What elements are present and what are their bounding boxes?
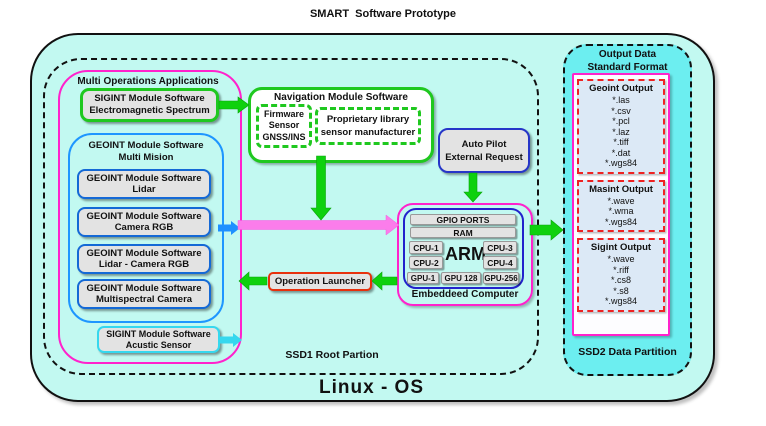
masint-output-box: Masint Output *.wave *.wma *.wgs84 [577, 179, 665, 232]
cpu-area: GPIO PORTS RAM CPU-1 CPU-2 ARM CPU-3 CPU… [403, 208, 524, 289]
ssd2-label: SSD2 Data Partition [578, 346, 677, 358]
auto-pilot-line2: External Request [445, 151, 523, 163]
file-format: *.tiff [613, 137, 629, 147]
geoint-lidar-box: GEOINT Module Software Lidar [77, 169, 211, 199]
geoint-label-line1: GEOINT Module Software [88, 140, 204, 151]
gpu-128-chip: GPU 128 [441, 272, 481, 284]
operation-launcher-label: Operation Launcher [274, 276, 366, 287]
geoint-multi-mission-container: GEOINT Module Software Multi Mision GEOI… [68, 133, 224, 323]
gpu-1-chip: GPU-1 [407, 272, 439, 284]
file-format: *.csv [611, 105, 631, 116]
cpu-4-chip: CPU-4 [483, 256, 517, 269]
auto-pilot-line1: Auto Pilot [461, 138, 507, 150]
file-format: *.cs8 [610, 275, 631, 285]
firmware-sensor-box: Firmware Sensor GNSS/INS [256, 104, 312, 148]
cpu-1-chip: CPU-1 [409, 241, 443, 254]
firmware-line2: Sensor [268, 120, 300, 131]
file-format: *.wgs84 [604, 216, 638, 227]
navigation-module-box: Navigation Module Software Firmware Sens… [248, 87, 434, 163]
geoint-multispectral-box: GEOINT Module Software Multispectral Cam… [77, 279, 211, 309]
diagram-title: SMART Software Prototype [309, 8, 457, 20]
embedded-computer-label: Embeddeed Computer [411, 289, 519, 300]
file-format: *.wgs84 [604, 296, 638, 306]
geoint-box-line1: GEOINT Module Software [86, 210, 202, 222]
ssd1-label: SSD1 Root Partion [285, 349, 379, 361]
ssd1-root-partition-container [43, 58, 539, 375]
geoint-container-label: GEOINT Module Software Multi Mision [70, 140, 222, 164]
gpio-ports-bar: GPIO PORTS [410, 214, 516, 225]
geoint-lidar-camera-box: GEOINT Module Software Lidar - Camera RG… [77, 244, 211, 274]
multi-operations-label: Multi Operations Applications [77, 76, 219, 87]
file-format: *.wave [607, 254, 635, 264]
operation-launcher-box: Operation Launcher [268, 272, 372, 291]
sigint-acustic-line2: Acustic Sensor [125, 339, 192, 350]
geoint-output-title: Geoint Output [589, 83, 653, 94]
auto-pilot-box: Auto Pilot External Request [438, 128, 530, 173]
file-format: *.riff [613, 264, 629, 275]
file-format: *.wgs84 [604, 158, 638, 168]
geoint-output-box: Geoint Output *.las *.csv *.pcl *.laz *.… [577, 79, 665, 174]
geoint-box-line2: Lidar - Camera RGB [98, 259, 190, 270]
sigint-acustic-box: SIGINT Module Software Acustic Sensor [97, 326, 220, 353]
file-format: *.wma [608, 206, 634, 216]
ram-bar: RAM [410, 227, 516, 238]
file-format: *.wave [607, 195, 635, 206]
proprietary-line1: Proprietary library [326, 114, 410, 125]
file-format: *.laz [612, 126, 630, 137]
geoint-box-line2: Lidar [132, 184, 156, 195]
masint-output-title: Masint Output [589, 183, 653, 195]
sigint-output-title: Sigint Output [590, 242, 652, 253]
sigint-em-line2: Electromagnetic Spectrum [89, 105, 210, 116]
sigint-acustic-line1: SIGINT Module Software [106, 328, 211, 339]
file-format: *.pcl [612, 116, 630, 126]
sigint-em-line1: SIGINT Module Software [94, 93, 205, 104]
output-data-header: Output Data Standard Format [565, 49, 690, 74]
geoint-box-line1: GEOINT Module Software [86, 172, 202, 184]
proprietary-line2: sensor manufacturer [320, 127, 416, 138]
geoint-box-line1: GEOINT Module Software [86, 282, 202, 294]
output-format-container: Geoint Output *.las *.csv *.pcl *.laz *.… [572, 73, 670, 336]
firmware-line1: Firmware [263, 108, 305, 119]
cpu-2-chip: CPU-2 [409, 256, 443, 269]
output-data-header-line1: Output Data [598, 49, 657, 60]
gpu-256-chip: GPU-256 [483, 272, 519, 284]
proprietary-library-box: Proprietary library sensor manufacturer [315, 107, 421, 145]
linux-os-label: Linux - OS [319, 377, 424, 398]
cpu-3-chip: CPU-3 [483, 241, 517, 254]
sigint-output-box: Sigint Output *.wave *.riff *.cs8 *.s8 *… [577, 238, 665, 312]
geoint-camera-rgb-box: GEOINT Module Software Camera RGB [77, 207, 211, 237]
arm-label: ARM [445, 244, 486, 264]
file-format: *.las [612, 95, 630, 105]
file-format: *.dat [611, 147, 631, 158]
output-data-header-line2: Standard Format [587, 61, 668, 73]
embedded-computer-box: GPIO PORTS RAM CPU-1 CPU-2 ARM CPU-3 CPU… [397, 203, 533, 306]
sigint-em-module-box: SIGINT Module Software Electromagnetic S… [80, 88, 219, 122]
firmware-line3: GNSS/INS [262, 131, 306, 142]
file-format: *.s8 [613, 285, 629, 296]
navigation-module-label: Navigation Module Software [274, 92, 408, 103]
geoint-box-line2: Camera RGB [114, 222, 174, 233]
geoint-box-line1: GEOINT Module Software [86, 247, 202, 259]
geoint-label-line2: Multi Mision [118, 152, 174, 163]
ssd2-data-partition-container: Output Data Standard Format Geoint Outpu… [563, 44, 692, 376]
geoint-box-line2: Multispectral Camera [95, 294, 193, 305]
